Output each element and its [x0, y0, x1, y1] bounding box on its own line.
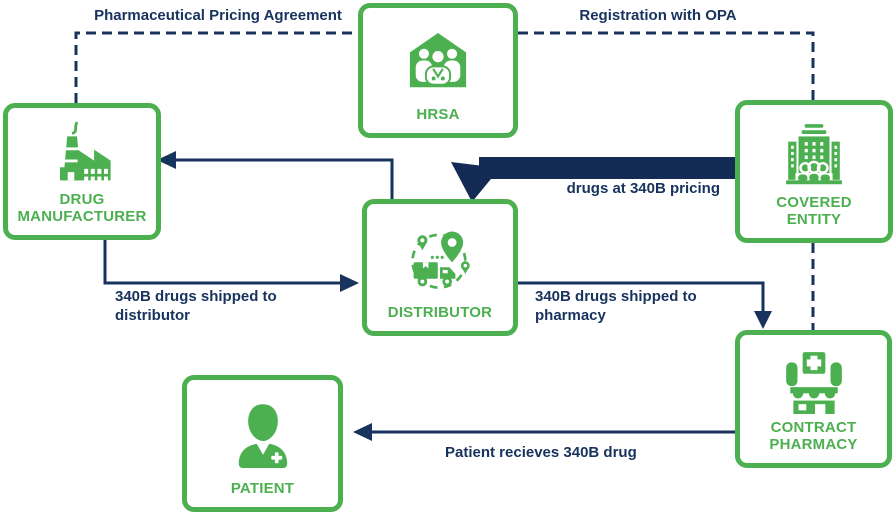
factory-icon [60, 121, 111, 182]
edge-label-shipped-to-distributor: 340B drugs shipped to distributor [115, 288, 277, 325]
hospital-building-icon [786, 124, 842, 185]
edge-label-shipped-to-pharmacy: 340B drugs shipped to pharmacy [535, 288, 697, 325]
arrow-distributor-to-pharmacy-head [754, 311, 772, 329]
node-drug-manufacturer: DRUG MANUFACTURER [3, 103, 161, 240]
delivery-truck-route-icon [411, 231, 470, 289]
node-covered-entity: COVERED ENTITY [735, 100, 893, 243]
edge-label-pricing-agreement: Pharmaceutical Pricing Agreement [94, 7, 342, 24]
arrow-covered-entity-thick-head [451, 162, 500, 202]
node-label-covered-entity: COVERED ENTITY [776, 194, 852, 229]
node-label-contract-pharmacy: CONTRACT PHARMACY [769, 419, 858, 454]
arrow-manufacturer-to-distributor-line [103, 240, 340, 285]
edge-registration-opa-line [518, 31, 815, 100]
arrow-distributor-to-pharmacy-line [518, 281, 765, 311]
arrow-manufacturer-to-distributor-head [340, 274, 359, 292]
medical-team-house-icon [409, 32, 467, 87]
node-label-hrsa: HRSA [416, 106, 460, 124]
node-label-patient: PATIENT [230, 480, 295, 498]
arrow-to-manufacturer-head [157, 151, 176, 169]
arrow-covered-entity-thick-bar [479, 157, 735, 179]
edge-label-patient-receives: Patient recieves 340B drug [445, 444, 637, 461]
node-hrsa: HRSA [358, 3, 518, 138]
edge-pricing-agreement-line [74, 31, 358, 103]
node-patient: PATIENT [182, 375, 343, 512]
node-distributor: DISTRIBUTOR [362, 199, 518, 336]
node-label-distributor: DISTRIBUTOR [387, 304, 493, 322]
patient-person-icon [238, 403, 287, 468]
pharmacy-storefront-icon [785, 351, 842, 414]
node-label-drug-manufacturer: DRUG MANUFACTURER [17, 191, 147, 226]
arrow-pharmacy-to-patient-head [353, 423, 372, 441]
edge-label-registration-opa: Registration with OPA [579, 7, 737, 24]
arrow-to-manufacturer-line [176, 158, 394, 199]
node-contract-pharmacy: CONTRACT PHARMACY [735, 330, 892, 468]
edge-label-drugs-340b-pricing: drugs at 340B pricing [566, 180, 720, 197]
